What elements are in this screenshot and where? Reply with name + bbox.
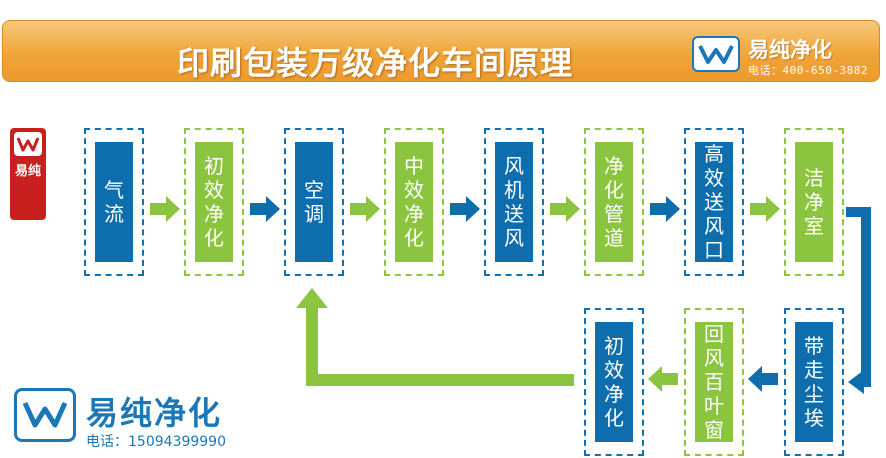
return-arrow (296, 288, 574, 386)
step-return-primary-filter: 初效净化 (584, 308, 644, 456)
step-medium-filter-label: 中效净化 (404, 154, 424, 250)
arrow-2 (250, 196, 280, 222)
arrow-8 (846, 207, 871, 394)
header-phone: 电话：400-650-3882 (748, 64, 868, 77)
step-cleanroom: 洁净室 (784, 128, 844, 276)
page-title: 印刷包装万级净化车间原理 (176, 44, 573, 82)
arrow-6 (650, 196, 680, 222)
step-fan-supply: 风机送风 (484, 128, 544, 276)
step-air-conditioner-label: 空调 (304, 178, 324, 226)
seal-text: 易纯 (14, 164, 41, 179)
step-hepa-outlet-label: 高效送风口 (704, 142, 724, 262)
step-airflow-label: 气流 (104, 178, 124, 226)
arrow-10 (648, 366, 678, 392)
footer-logo-icon (22, 401, 68, 428)
footer-logo (14, 388, 76, 442)
footer-brand-name: 易纯净化 (86, 394, 223, 432)
step-clean-duct-label: 净化管道 (604, 154, 624, 250)
seal-stamp: 易纯 (10, 128, 46, 220)
arrow-3 (350, 196, 380, 222)
step-remove-dust-label: 带走尘埃 (804, 334, 824, 430)
step-cleanroom-label: 洁净室 (804, 166, 824, 238)
footer-phone: 电话：15094399990 (86, 434, 226, 450)
arrow-7 (750, 196, 780, 222)
seal-logo-icon (14, 132, 42, 156)
step-remove-dust: 带走尘埃 (784, 308, 844, 456)
step-fan-supply-label: 风机送风 (504, 154, 524, 250)
step-primary-filter: 初效净化 (184, 128, 244, 276)
arrow-1 (150, 196, 180, 222)
step-return-primary-filter-label: 初效净化 (604, 334, 624, 430)
arrow-4 (450, 196, 480, 222)
brand-logo-icon (698, 45, 734, 64)
step-return-louver: 回风百叶窗 (684, 308, 744, 456)
header-brand-name: 易纯净化 (748, 38, 832, 62)
step-hepa-outlet: 高效送风口 (684, 128, 744, 276)
step-airflow: 气流 (84, 128, 144, 276)
step-air-conditioner: 空调 (284, 128, 344, 276)
step-return-louver-label: 回风百叶窗 (704, 322, 724, 442)
step-medium-filter: 中效净化 (384, 128, 444, 276)
step-clean-duct: 净化管道 (584, 128, 644, 276)
step-primary-filter-label: 初效净化 (204, 154, 224, 250)
arrow-9 (748, 366, 778, 392)
arrow-5 (550, 196, 580, 222)
brand-logo (692, 36, 740, 72)
